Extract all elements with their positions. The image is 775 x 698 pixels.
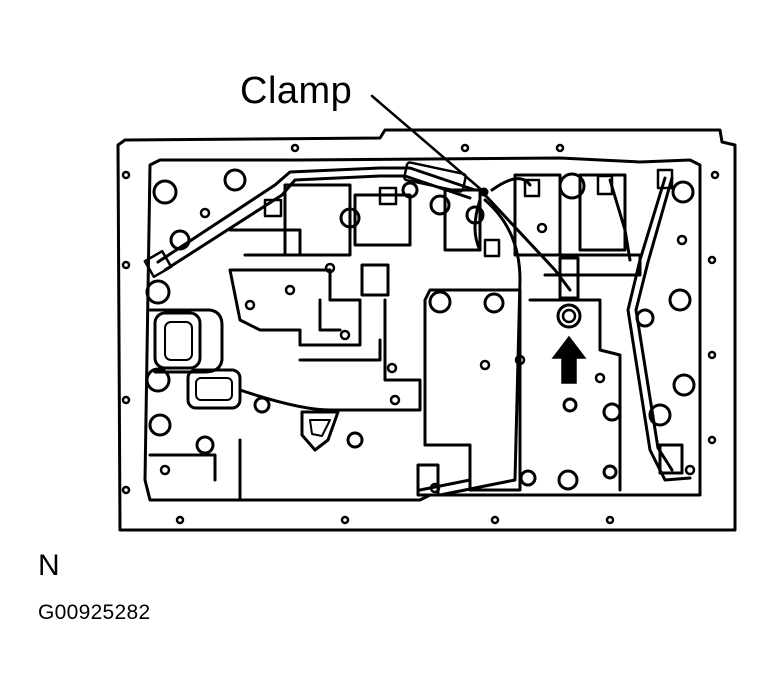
pan-flange-outline [116,128,737,532]
center-passage-c [298,298,382,362]
figure-code: G00925282 [38,601,151,624]
center-passage-b [238,298,422,412]
view-letter: N [38,549,60,582]
right-connector [658,443,684,475]
right-body-section-2 [528,298,622,492]
center-passage-a [228,268,362,347]
clamp-leader-dot [479,187,489,197]
clamp-leader-line [370,94,486,194]
lower-connector [416,463,440,497]
left-channel [148,438,242,502]
left-pad-inner [164,321,193,361]
flange-bolt-holes [121,143,720,525]
clamp-label: Clamp [240,70,353,112]
clamp-bolt-inner [561,308,577,324]
solenoid-block-1 [283,183,352,257]
clamp-bolt [556,303,582,329]
arrow-up-icon [551,335,587,384]
center-block [360,263,390,297]
harness-connectors [143,161,674,279]
left-pad [153,311,202,370]
solenoid-block-2 [353,193,412,247]
wire-harness [156,166,692,497]
clamp-bracket [558,256,580,300]
triangle-port [300,410,340,452]
valve-body-outline [143,156,702,502]
triangle-port-inner [309,419,331,437]
solenoid-block-4 [513,173,562,257]
right-body-section [423,288,522,492]
body-bosses [145,168,696,491]
center-passage-d [228,228,332,257]
oval-pad-inner [195,377,233,401]
left-passage [148,308,224,374]
